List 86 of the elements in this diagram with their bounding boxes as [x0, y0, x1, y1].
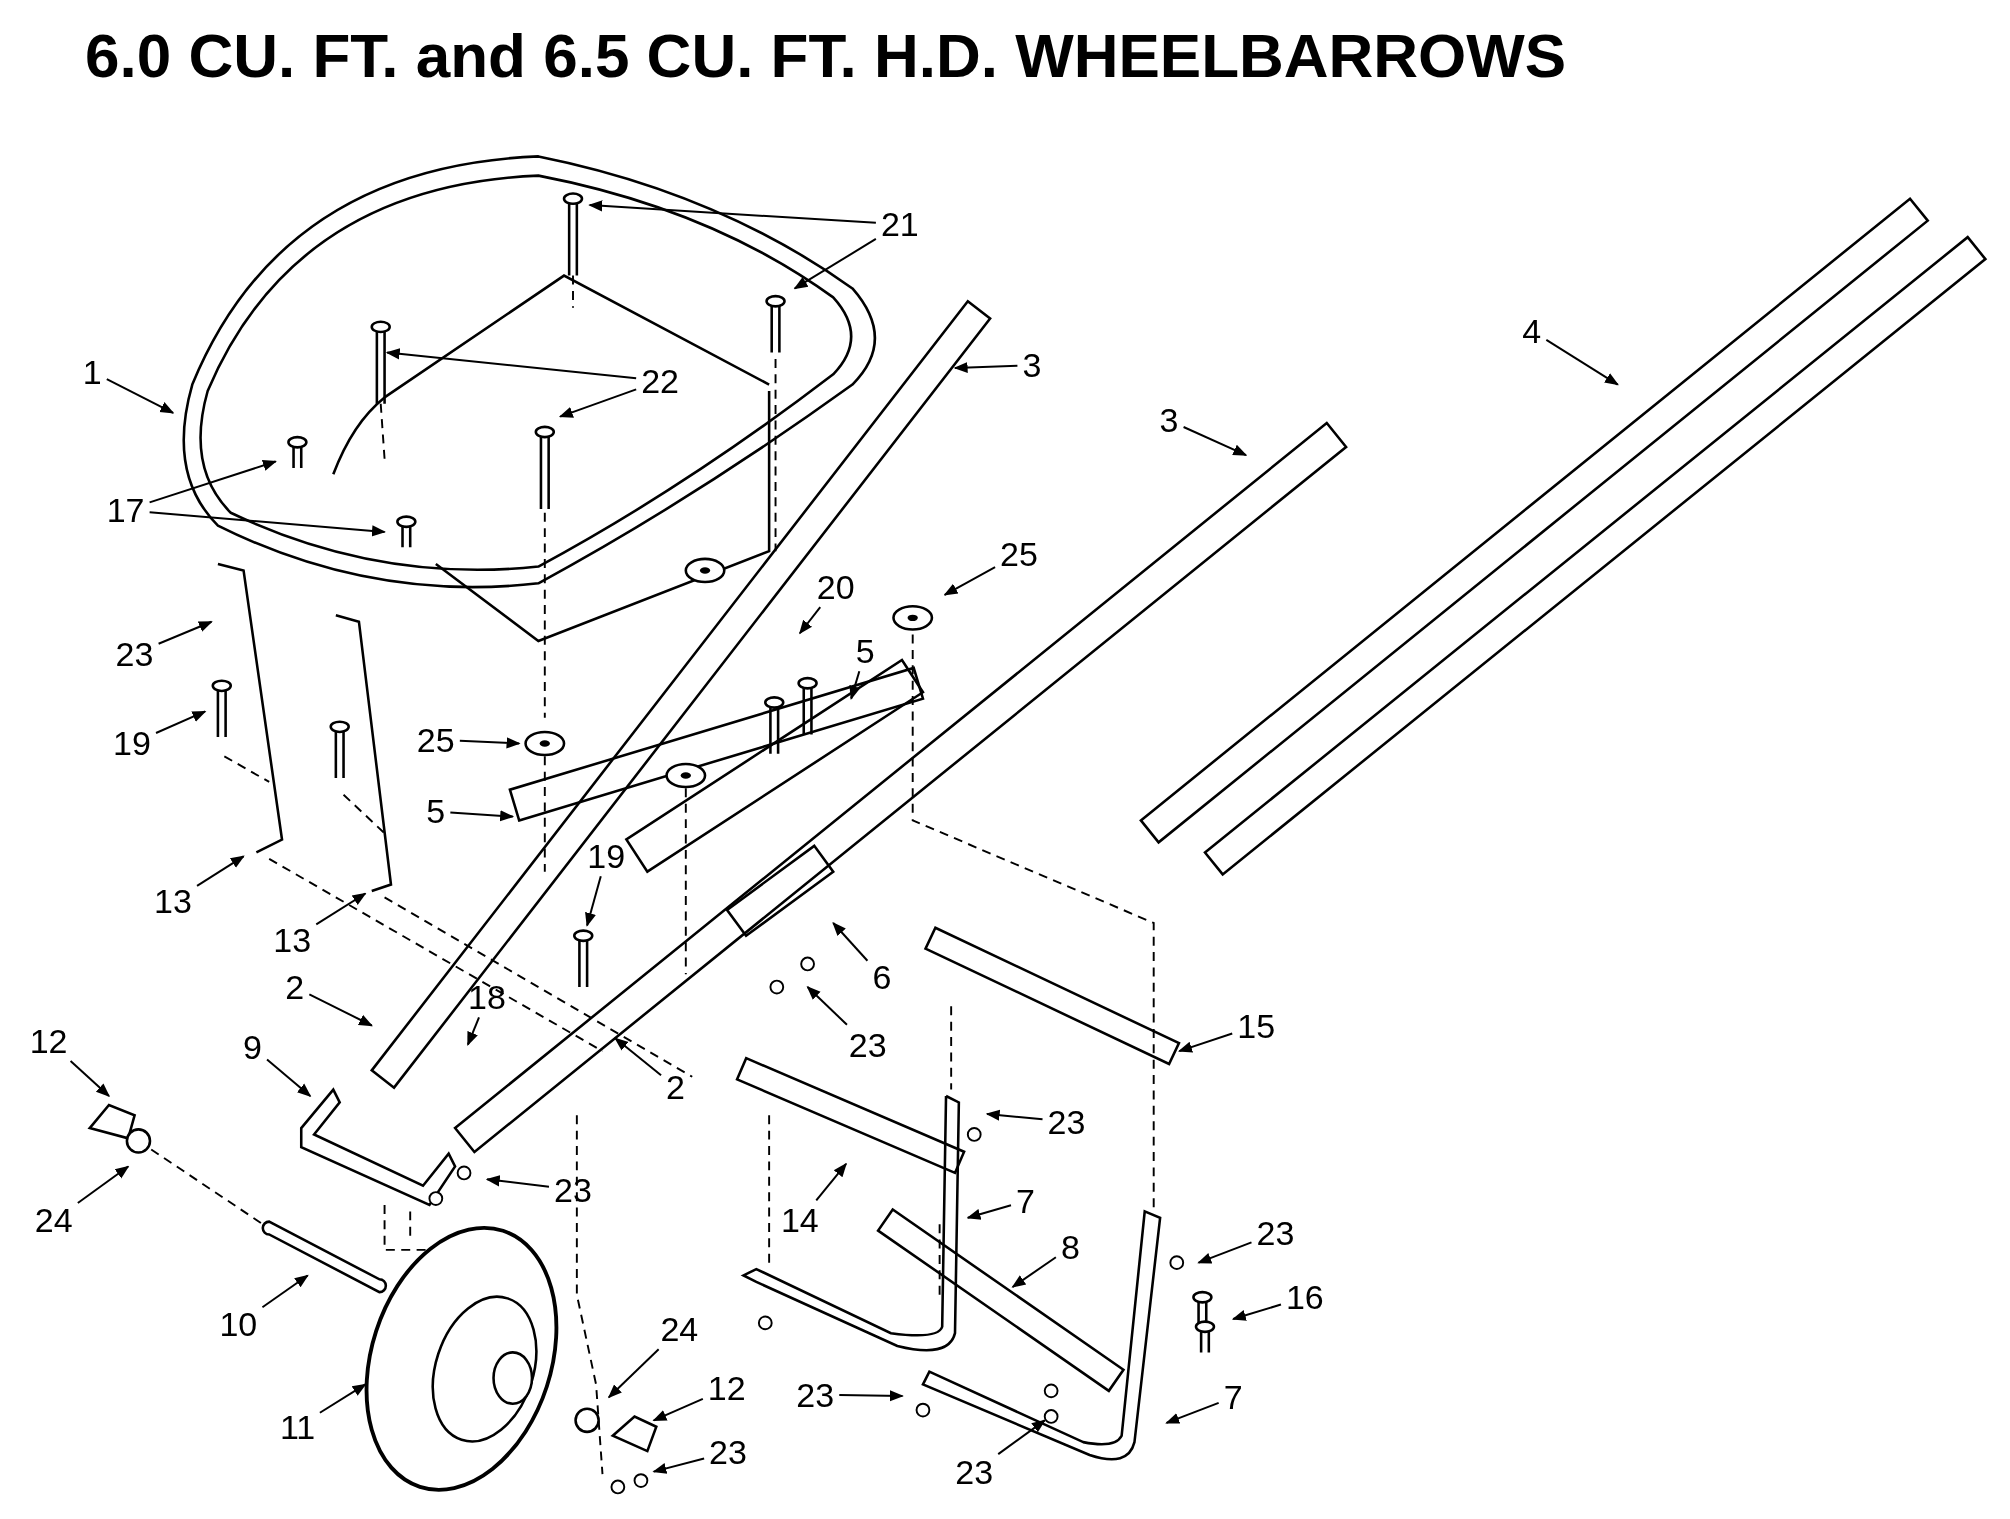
callout-number: 24 [32, 1200, 75, 1241]
leader-line [157, 620, 213, 645]
callout-number: 21 [878, 204, 921, 245]
leader-line [315, 892, 367, 926]
callout-number: 2 [283, 967, 307, 1008]
leader-line [261, 1274, 309, 1309]
leader-line [318, 1383, 367, 1414]
leader-line [148, 511, 386, 537]
callout-number: 25 [414, 719, 457, 760]
callout-number: 18 [466, 977, 508, 1018]
leader-line [966, 1204, 1012, 1220]
leader-line [793, 237, 877, 290]
leader-line [155, 710, 207, 734]
leader-line [838, 1390, 904, 1402]
leader-line [943, 566, 997, 596]
callout-number: 13 [152, 881, 194, 922]
callout-number: 5 [853, 631, 877, 672]
leader-line [76, 1165, 130, 1204]
callout-number: 16 [1283, 1277, 1326, 1318]
leader-line [953, 361, 1019, 374]
leader-line [585, 875, 602, 927]
leader-line [985, 1109, 1044, 1121]
callout-number: 3 [1020, 345, 1044, 386]
leader-line [1545, 338, 1619, 386]
leader-line [1165, 1401, 1220, 1424]
callout-number: 7 [1014, 1181, 1037, 1222]
callout-number: 23 [707, 1432, 749, 1473]
callout-number: 6 [870, 956, 894, 997]
callout-number: 15 [1235, 1005, 1278, 1046]
leader-line [466, 1016, 480, 1047]
callout-number: 13 [271, 919, 314, 960]
leader-line [1197, 1241, 1253, 1264]
leader-line [458, 737, 521, 749]
callout-number: 4 [1520, 310, 1544, 351]
leader-line [1178, 1032, 1234, 1053]
callout-number: 17 [104, 490, 147, 531]
callout-number: 25 [998, 533, 1040, 574]
callout-number: 7 [1221, 1377, 1245, 1418]
callout-number: 14 [778, 1200, 821, 1241]
leader-line [558, 388, 638, 418]
leader-line [997, 1419, 1046, 1456]
callout-number: 2 [664, 1067, 687, 1108]
callout-number: 20 [814, 567, 857, 608]
leader-line [815, 1162, 848, 1202]
callout-number: 23 [953, 1451, 996, 1492]
leader-line [832, 921, 869, 962]
leader-line [69, 1059, 110, 1097]
diagram-title: 6.0 CU. FT. and 6.5 CU. FT. H.D. WHEELBARROWS [85, 20, 1567, 91]
callout-number: 9 [241, 1027, 264, 1068]
leader-line [105, 378, 175, 414]
leader-line [798, 606, 822, 635]
leader-line [614, 1037, 663, 1077]
callout-number: 24 [658, 1309, 701, 1350]
leader-line [266, 1058, 312, 1097]
callout-number: 12 [27, 1020, 70, 1061]
callout-number: 23 [1045, 1101, 1088, 1142]
callout-number: 22 [639, 360, 681, 401]
leader-line [806, 986, 848, 1026]
callout-number: 8 [1058, 1227, 1082, 1268]
leader-line [652, 1397, 704, 1422]
leader-line [652, 1457, 706, 1474]
leader-line [449, 810, 515, 822]
callout-number: 3 [1157, 400, 1181, 441]
callout-number: 5 [424, 791, 448, 832]
leader-line [308, 993, 373, 1027]
leader-line [588, 200, 877, 224]
callout-number: 23 [552, 1169, 594, 1210]
leader-line [385, 348, 638, 380]
callout-number: 23 [794, 1374, 837, 1415]
leader-line [1231, 1303, 1282, 1321]
callout-number: 23 [1254, 1213, 1297, 1254]
callout-number: 23 [113, 633, 156, 674]
leader-line [607, 1348, 660, 1399]
callout-number: 1 [80, 351, 104, 392]
leader-line [196, 855, 245, 887]
callout-number: 19 [111, 723, 153, 764]
leader-line [849, 670, 861, 700]
leader-line [1011, 1256, 1057, 1288]
callout-number: 12 [705, 1368, 748, 1409]
callout-number: 10 [217, 1304, 260, 1345]
leader-line [485, 1175, 550, 1188]
callout-number: 11 [277, 1406, 318, 1447]
leader-line [148, 460, 277, 504]
callout-number: 23 [846, 1024, 889, 1065]
callout-number: 19 [585, 836, 628, 877]
leader-line [1182, 426, 1248, 457]
